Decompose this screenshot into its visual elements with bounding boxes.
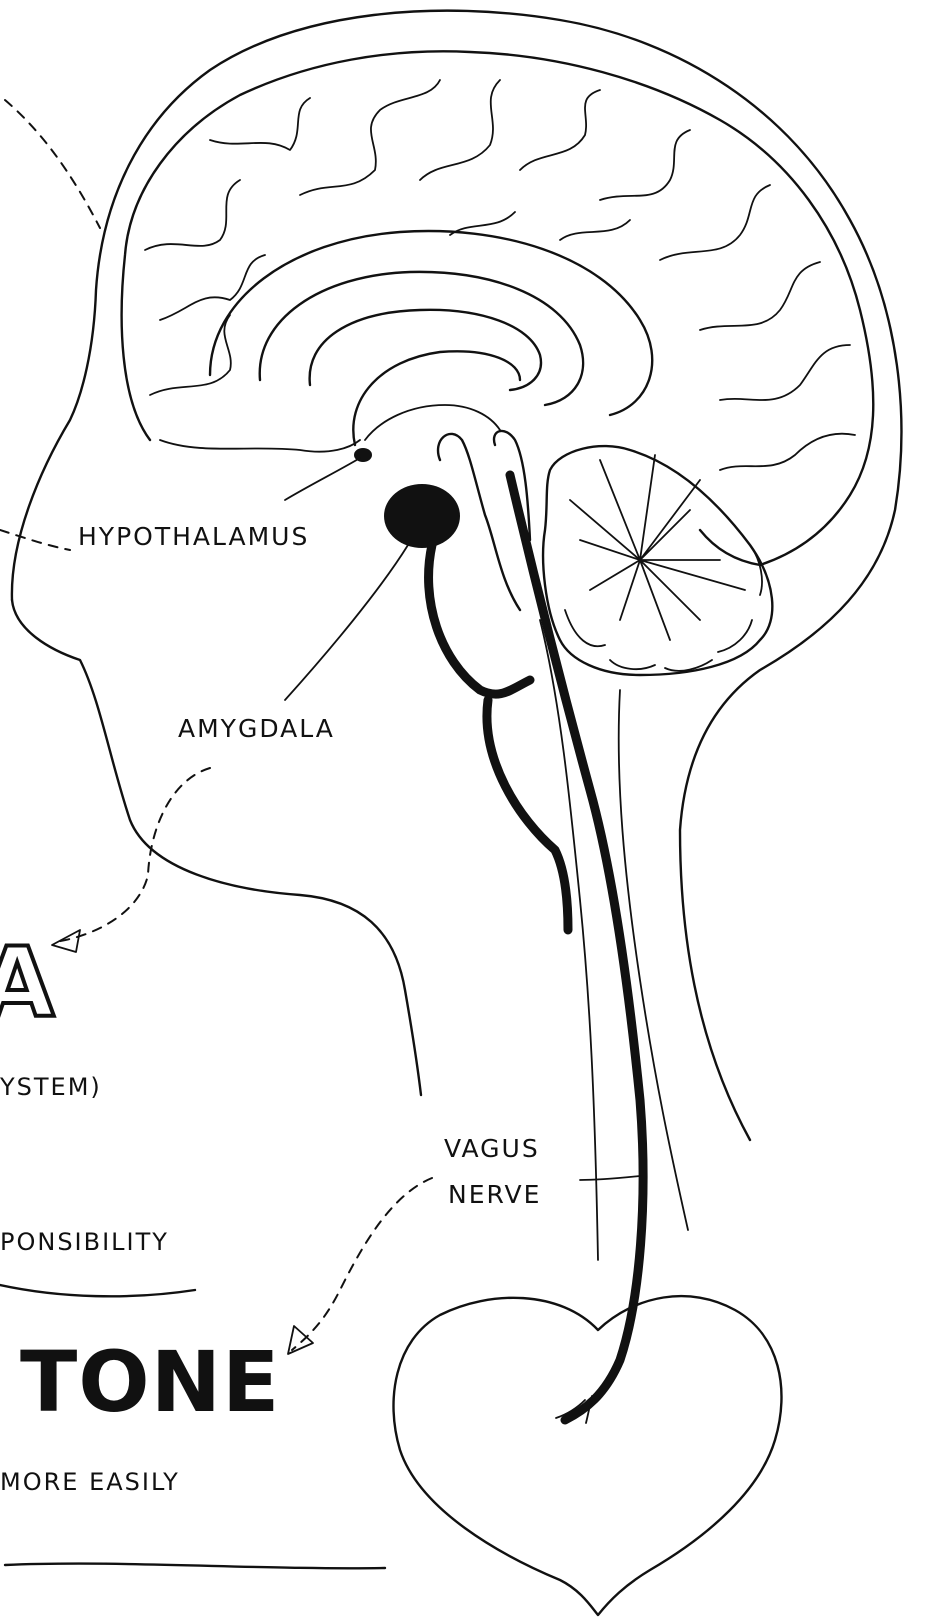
cropped-more-easily-text: MORE EASILY (0, 1468, 180, 1496)
brainstem-ridge (429, 545, 530, 694)
gyrus-fold (145, 180, 240, 250)
gyrus-fold (560, 220, 630, 240)
pointer-dashed-amygdala (55, 768, 210, 942)
gyrus-fold (700, 262, 820, 330)
gyrus-fold (660, 185, 770, 260)
gyrus-fold (210, 98, 310, 150)
pointer-dashed-top (5, 100, 100, 228)
gyrus-fold (720, 345, 850, 400)
vagus-label-line2: NERVE (448, 1180, 541, 1209)
cingulate-arc-outer (210, 231, 652, 415)
gyrus-fold (150, 315, 231, 395)
gyrus-fold (300, 80, 440, 195)
heart-outline (393, 1296, 781, 1615)
gyrus-fold (520, 90, 600, 170)
corpus-callosum-outer (260, 272, 583, 405)
fornix-arc (353, 351, 520, 445)
arrowhead-amygdala (52, 930, 80, 952)
medulla-ridge (487, 700, 568, 930)
divider-line-2 (5, 1564, 385, 1569)
gyrus-fold (720, 434, 855, 470)
pointer-dashed-hypothalamus (0, 530, 70, 550)
amygdala-leader (285, 545, 408, 700)
head-outline (12, 11, 901, 1140)
amygdala-label: AMYGDALA (178, 714, 335, 743)
gyrus-fold (160, 440, 360, 452)
gyrus-fold (160, 255, 265, 320)
vagus-nerve (510, 475, 643, 1420)
thalamus-line (365, 405, 500, 440)
cropped-big-letter: A (0, 935, 54, 1031)
hypothalamus-leader (285, 458, 360, 500)
gyrus-fold (600, 130, 690, 200)
vagus-label-line1: VAGUS (444, 1134, 540, 1163)
gyrus-fold (420, 80, 500, 180)
hypothalamus-label: HYPOTHALAMUS (78, 522, 309, 551)
pointer-dashed-vagus (292, 1178, 432, 1350)
spinal-cord-line (619, 690, 688, 1230)
vagus-label-leader (580, 1176, 640, 1180)
corpus-callosum-inner (310, 310, 541, 390)
face-profile (12, 600, 421, 1095)
divider-line-1 (0, 1285, 195, 1296)
amygdala-mark (384, 484, 460, 548)
cropped-responsibility-text: PONSIBILITY (0, 1228, 169, 1256)
cropped-system-text: YSTEM) (0, 1073, 102, 1101)
cropped-tone-heading: TONE (20, 1340, 280, 1424)
